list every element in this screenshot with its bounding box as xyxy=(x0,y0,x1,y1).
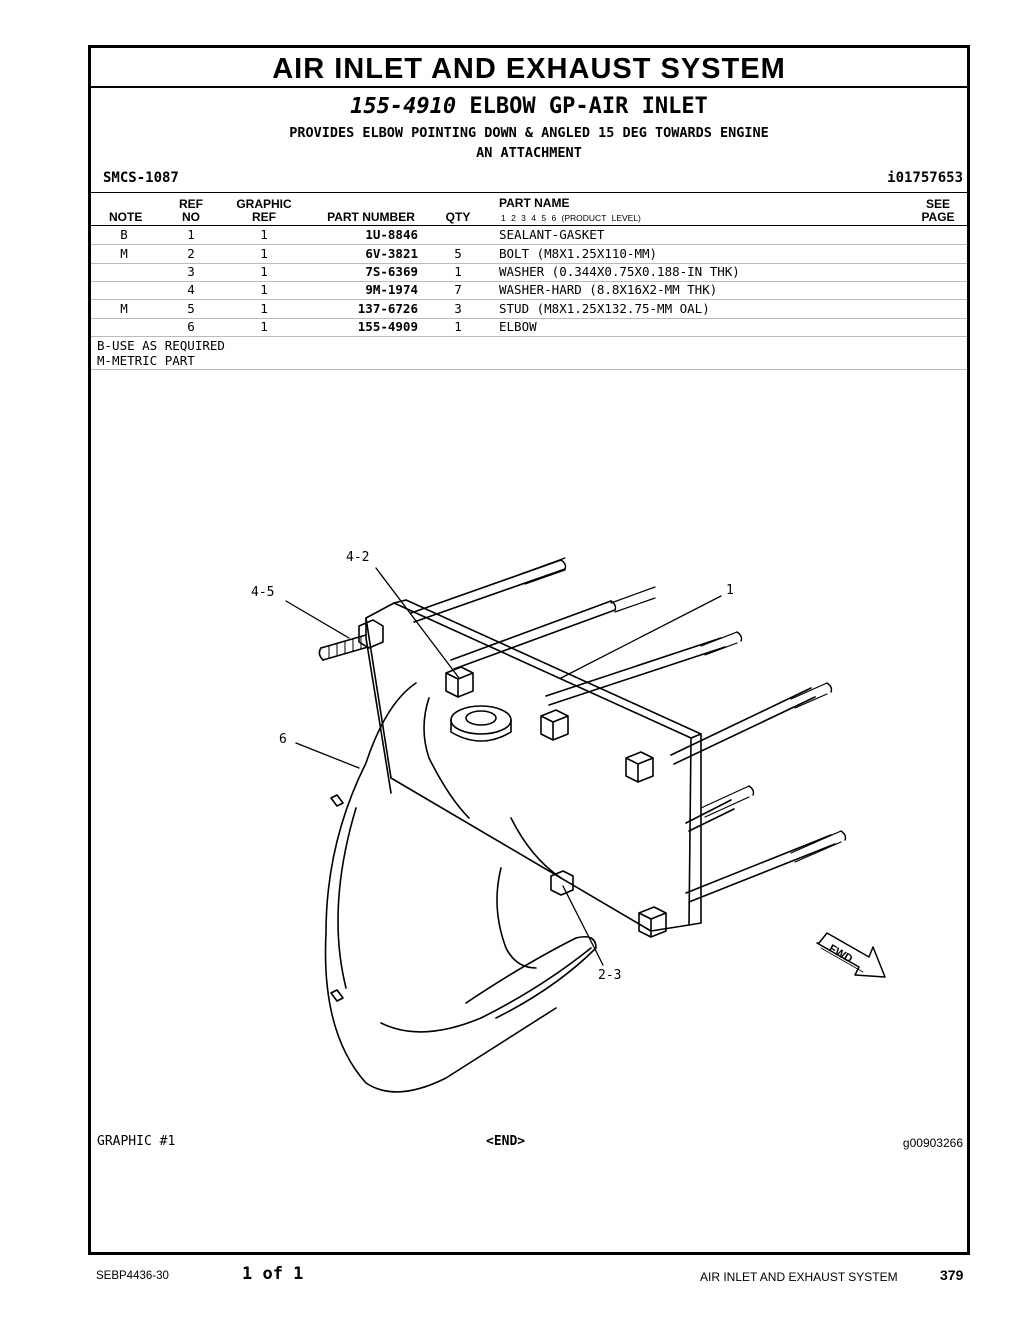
footer-section: AIR INLET AND EXHAUST SYSTEM xyxy=(700,1270,898,1284)
header-ref-no-line1: REF xyxy=(179,197,203,211)
table-row: 3 1 7S-6369 1 WASHER (0.344X0.75X0.188-I… xyxy=(91,263,967,282)
row-part-name: STUD (M8X1.25X132.75-MM OAL) xyxy=(499,301,710,316)
doc-number: SEBP4436-30 xyxy=(96,1270,169,1282)
row-part-number: 6V-3821 xyxy=(365,246,418,261)
callout-6: 6 xyxy=(279,732,287,747)
row-ref: 5 xyxy=(187,301,195,316)
header-note: NOTE xyxy=(109,210,143,224)
row-part-name: WASHER-HARD (8.8X16X2-MM THK) xyxy=(499,282,718,297)
callout-leaders xyxy=(285,567,722,966)
row-graphic-ref: 1 xyxy=(260,264,268,279)
title-divider xyxy=(91,86,967,88)
group-heading: 155-4910 ELBOW GP-AIR INLET xyxy=(91,94,967,119)
mounting-flange xyxy=(365,599,702,932)
row-graphic-ref: 1 xyxy=(260,246,268,261)
table-top-rule xyxy=(91,192,967,193)
callout-1: 1 xyxy=(726,583,734,598)
page-of: 1 of 1 xyxy=(242,1264,304,1284)
section-title: AIR INLET AND EXHAUST SYSTEM xyxy=(272,53,786,85)
table-row: 4 1 9M-1974 7 WASHER-HARD (8.8X16X2-MM T… xyxy=(91,281,967,300)
row-qty: 7 xyxy=(454,282,462,297)
header-graphic-ref-line1: GRAPHIC xyxy=(236,197,292,211)
end-marker: <END> xyxy=(486,1134,526,1149)
table-row: M 5 1 137-6726 3 STUD (M8X1.25X132.75-MM… xyxy=(91,300,967,319)
row-part-name: SEALANT-GASKET xyxy=(499,227,605,242)
row-part-number: 7S-6369 xyxy=(365,264,418,279)
callout-2-3: 2-3 xyxy=(598,968,622,983)
header-see-page-line1: SEE xyxy=(925,197,950,211)
row-qty: 5 xyxy=(454,246,462,261)
header-graphic-ref: GRAPHIC REF xyxy=(231,198,297,224)
table-row: M 2 1 6V-3821 5 BOLT (M8X1.25X110-MM) xyxy=(91,245,967,264)
note-use-as-required: B-USE AS REQUIRED xyxy=(97,338,225,353)
row-note: M xyxy=(120,246,128,261)
header-ref-no-line2: NO xyxy=(182,210,200,224)
header-see-page-line2: PAGE xyxy=(921,210,955,224)
row-qty: 1 xyxy=(454,264,462,279)
row-ref: 4 xyxy=(187,282,195,297)
table-notes: B-USE AS REQUIRED M-METRIC PART xyxy=(97,338,225,368)
stud-bolts xyxy=(318,557,847,903)
description-line-2: AN ATTACHMENT xyxy=(476,145,582,161)
row-ref: 6 xyxy=(187,319,195,334)
header-see-page: SEE PAGE xyxy=(913,198,963,224)
note-metric-part: M-METRIC PART xyxy=(97,353,195,368)
page-frame: AIR INLET AND EXHAUST SYSTEM 155-4910 EL… xyxy=(88,45,970,1255)
table-row: B 1 1 1U-8846 SEALANT-GASKET xyxy=(91,226,967,245)
header-product-level: 1 2 3 4 5 6 (PRODUCT LEVEL) xyxy=(501,213,641,223)
row-part-number: 155-4909 xyxy=(357,319,418,334)
row-ref: 1 xyxy=(187,227,195,242)
group-name: ELBOW GP-AIR INLET xyxy=(469,94,708,119)
header-part-number: PART NUMBER xyxy=(327,210,415,224)
row-graphic-ref: 1 xyxy=(260,227,268,242)
row-part-number: 137-6726 xyxy=(357,301,418,316)
page-number: 379 xyxy=(940,1267,964,1283)
smcs-code: SMCS-1087 xyxy=(103,170,179,186)
row-part-name: WASHER (0.344X0.75X0.188-IN THK) xyxy=(499,264,740,279)
row-part-name: ELBOW xyxy=(499,319,537,334)
elbow-casting xyxy=(324,682,597,1093)
row-part-number: 1U-8846 xyxy=(365,227,418,242)
group-part-number: 155-4910 xyxy=(350,94,457,119)
row-part-name: BOLT (M8X1.25X110-MM) xyxy=(499,246,658,261)
row-graphic-ref: 1 xyxy=(260,319,268,334)
row-graphic-ref: 1 xyxy=(260,282,268,297)
header-part-name: PART NAME xyxy=(499,196,570,210)
notes-divider xyxy=(91,369,967,370)
row-qty: 3 xyxy=(454,301,462,316)
row-note: B xyxy=(120,227,128,242)
header-ref-no: REF NO xyxy=(175,198,207,224)
row-qty: 1 xyxy=(454,319,462,334)
table-row: 6 1 155-4909 1 ELBOW xyxy=(91,318,967,337)
row-part-number: 9M-1974 xyxy=(365,282,418,297)
row-note: M xyxy=(120,301,128,316)
callout-4-2: 4-2 xyxy=(346,550,370,565)
row-ref: 3 xyxy=(187,264,195,279)
graphic-id: g00903266 xyxy=(902,1136,963,1150)
table-header-rule xyxy=(91,225,967,226)
row-graphic-ref: 1 xyxy=(260,301,268,316)
fwd-arrow-icon xyxy=(816,932,886,978)
graphic-label: GRAPHIC #1 xyxy=(97,1134,176,1149)
group-description: PROVIDES ELBOW POINTING DOWN & ANGLED 15… xyxy=(91,123,967,163)
nuts-and-washers xyxy=(358,619,667,938)
description-line-1: PROVIDES ELBOW POINTING DOWN & ANGLED 15… xyxy=(289,125,769,141)
exploded-parts-illustration xyxy=(285,557,886,1093)
callout-4-5: 4-5 xyxy=(251,585,275,600)
header-qty: QTY xyxy=(445,210,471,224)
row-ref: 2 xyxy=(187,246,195,261)
info-id: i01757653 xyxy=(887,170,963,186)
header-graphic-ref-line2: REF xyxy=(252,210,276,224)
